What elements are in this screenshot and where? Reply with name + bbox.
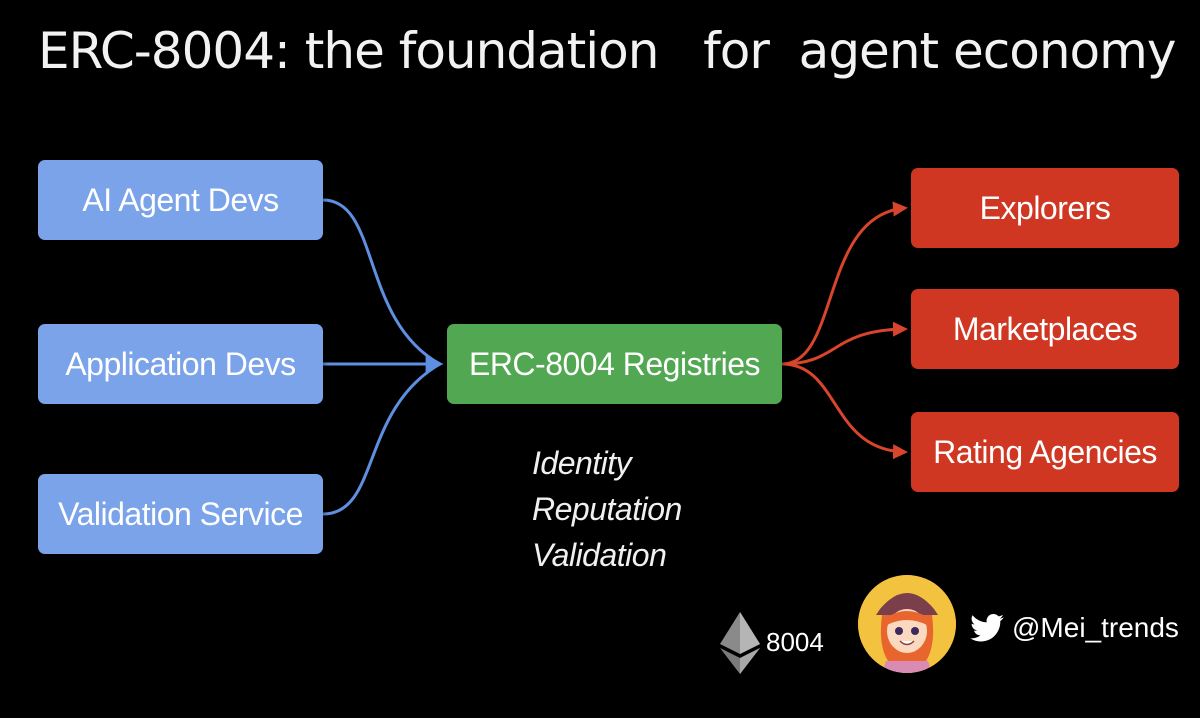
hub-erc8004-registries: ERC-8004 Registries — [447, 324, 782, 404]
arrow-validation-service-to-hub — [322, 362, 441, 516]
source-validation-service: Validation Service — [38, 474, 323, 554]
ethereum-icon — [720, 612, 760, 674]
pillar-identity: Identity — [532, 445, 632, 481]
page-title: ERC-8004: the foundation for agent econo… — [38, 22, 1176, 80]
pillar-reputation: Reputation — [532, 491, 682, 527]
output-explorers: Explorers — [911, 168, 1179, 248]
anime-avatar-icon — [858, 575, 956, 673]
token-label: 8004 — [766, 627, 824, 657]
source-ai-agent-devs: AI Agent Devs — [38, 160, 323, 240]
arrow-hub-to-rating-agencies — [781, 362, 908, 460]
twitter-bird-icon — [970, 614, 1004, 642]
arrow-hub-to-marketplaces — [781, 321, 908, 366]
twitter-handle-text: @Mei_trends — [1012, 612, 1179, 643]
arrow-ai-agent-devs-to-hub — [322, 198, 441, 366]
source-application-devs: Application Devs — [38, 324, 323, 404]
avatar — [858, 575, 956, 673]
output-rating-agencies: Rating Agencies — [911, 412, 1179, 492]
output-marketplaces: Marketplaces — [911, 289, 1179, 369]
registry-pillars: Identity Reputation Validation — [532, 440, 682, 578]
twitter-handle: @Mei_trends — [970, 612, 1179, 644]
pillar-validation: Validation — [532, 537, 667, 573]
arrow-hub-to-explorers — [781, 201, 908, 366]
